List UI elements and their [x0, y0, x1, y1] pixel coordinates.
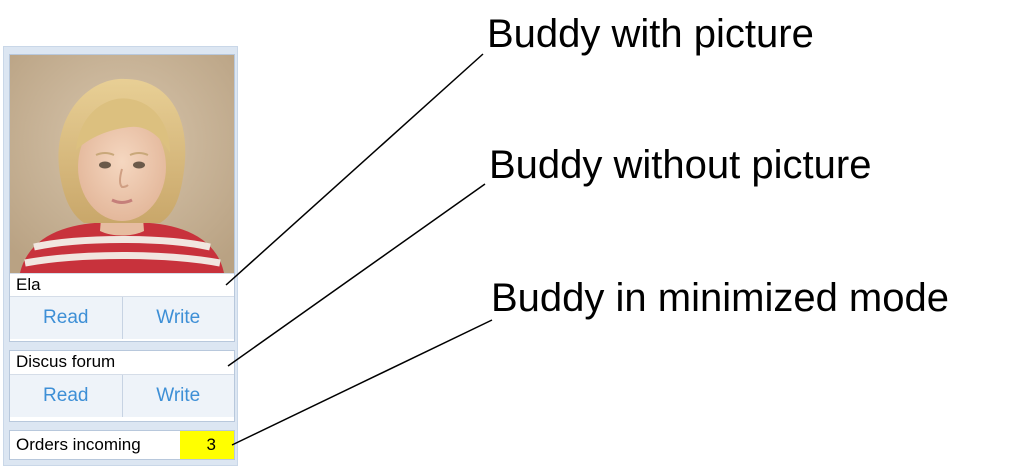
buddy-card-with-picture: Ela Read Write	[9, 54, 235, 342]
callout-with-picture: Buddy with picture	[487, 12, 814, 56]
buddy-card-without-picture: Discus forum Read Write	[9, 350, 235, 422]
callout-minimized-mode: Buddy in minimized mode	[491, 276, 949, 320]
minimized-row: Orders incoming 3	[10, 431, 234, 459]
write-button[interactable]: Write	[121, 375, 235, 417]
write-button[interactable]: Write	[121, 297, 235, 339]
buddy-photo[interactable]	[10, 55, 234, 273]
message-count-badge: 3	[180, 431, 234, 459]
callout-without-picture: Buddy without picture	[489, 143, 872, 187]
buddy-name-label: Orders incoming	[16, 435, 141, 454]
read-button[interactable]: Read	[43, 307, 89, 328]
leader-line-without-picture	[227, 183, 486, 367]
leader-line-with-picture	[225, 53, 484, 286]
buddy-card-minimized[interactable]: Orders incoming 3	[9, 430, 235, 460]
buddy-list-panel: Ela Read Write Discus forum Read Write O…	[3, 46, 238, 466]
buddy-name-field[interactable]: Discus forum	[10, 351, 234, 375]
buddy-photo-image	[10, 55, 234, 273]
buddy-name-field[interactable]: Ela	[10, 273, 234, 297]
read-button[interactable]: Read	[43, 385, 89, 406]
leader-line-minimized	[231, 319, 493, 446]
buddy-actions: Read Write	[10, 375, 234, 417]
buddy-actions: Read Write	[10, 297, 234, 339]
